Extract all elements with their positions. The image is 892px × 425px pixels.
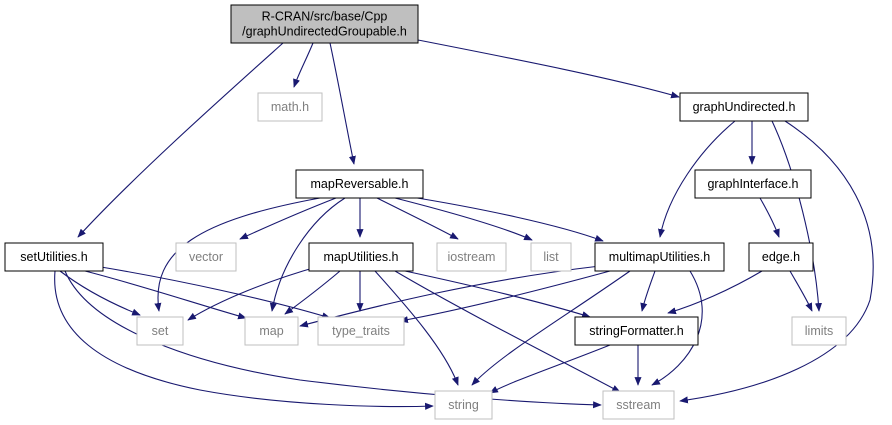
node-box xyxy=(694,169,812,199)
node-map: map xyxy=(244,316,299,346)
edge-graphundirected-h-to-sstream xyxy=(679,120,874,404)
edges-layer xyxy=(54,39,874,410)
node-box xyxy=(574,316,699,346)
node-box xyxy=(257,92,323,122)
edge-mapreversable-h-to-iostream xyxy=(376,197,459,240)
node-label: edge.h xyxy=(762,250,800,264)
node-setutilities-h[interactable]: setUtilities.h xyxy=(4,242,104,272)
node-label: setUtilities.h xyxy=(20,250,87,264)
node-label: limits xyxy=(805,324,833,338)
node-box xyxy=(175,242,237,272)
edge-setutilities-h-to-string xyxy=(54,270,434,410)
edge-maputilities-h-to-map xyxy=(284,270,341,315)
node-label: iostream xyxy=(448,250,496,264)
node-box xyxy=(136,316,184,346)
edge-mapreversable-h-to-list xyxy=(394,197,533,241)
edge-setutilities-h-to-set xyxy=(59,270,141,316)
node-mapreversable-h[interactable]: mapReversable.h xyxy=(295,169,424,199)
node-vector: vector xyxy=(175,242,237,272)
node-label: multimapUtilities.h xyxy=(609,250,710,264)
node-box xyxy=(4,242,104,272)
node-label: type_traits xyxy=(332,324,390,338)
node-label: math.h xyxy=(271,100,309,114)
node-label: set xyxy=(152,324,169,338)
node-label: sstream xyxy=(616,398,660,412)
node-box xyxy=(308,242,414,272)
edge-edge-h-to-limits xyxy=(789,270,813,312)
node-box xyxy=(791,316,847,346)
edge-maputilities-h-to-sstream xyxy=(394,270,621,393)
edge-graphundirected-h-to-limits xyxy=(771,120,822,312)
node-set: set xyxy=(136,316,184,346)
node-label: graphInterface.h xyxy=(707,177,798,191)
edge-root-to-setutilities-h xyxy=(77,42,284,238)
node-label: mapReversable.h xyxy=(311,177,409,191)
node-box xyxy=(530,242,572,272)
node-maputilities-h[interactable]: mapUtilities.h xyxy=(308,242,414,272)
node-box xyxy=(594,242,725,272)
node-graphundirected-h[interactable]: graphUndirected.h xyxy=(679,92,809,122)
edge-setutilities-h-to-type-traits xyxy=(94,265,331,320)
node-root[interactable]: R-CRAN/src/base/Cpp/graphUndirectedGroup… xyxy=(230,4,419,44)
edge-edge-h-to-stringformatter-h xyxy=(667,270,763,315)
node-graphinterface-h[interactable]: graphInterface.h xyxy=(694,169,812,199)
node-type-traits: type_traits xyxy=(317,316,405,346)
edge-root-to-math-h xyxy=(293,42,314,88)
node-list: list xyxy=(530,242,572,272)
node-label: map xyxy=(259,324,283,338)
node-box xyxy=(317,316,405,346)
node-label: /graphUndirectedGroupable.h xyxy=(242,25,407,39)
node-box xyxy=(748,242,814,272)
edge-multimaputilities-h-to-type-traits xyxy=(399,270,611,324)
edge-mapreversable-h-to-multimaputilities-h xyxy=(404,195,604,242)
edge-graphinterface-h-to-edge-h xyxy=(759,197,780,238)
edge-mapreversable-h-to-set xyxy=(154,197,321,312)
node-math-h: math.h xyxy=(257,92,323,122)
node-box xyxy=(230,4,419,44)
node-box xyxy=(295,169,424,199)
edge-graphundirected-h-to-multimaputilities-h xyxy=(658,120,736,238)
node-box xyxy=(679,92,809,122)
nodes-layer: R-CRAN/src/base/Cpp/graphUndirectedGroup… xyxy=(4,4,847,420)
node-label: list xyxy=(543,250,559,264)
node-sstream: sstream xyxy=(602,390,675,420)
node-label: vector xyxy=(189,250,223,264)
edge-maputilities-h-to-string xyxy=(374,270,459,386)
edge-mapreversable-h-to-map xyxy=(269,197,346,312)
node-label: string xyxy=(448,398,479,412)
node-label: graphUndirected.h xyxy=(693,100,796,114)
node-string: string xyxy=(434,390,493,420)
edge-multimaputilities-h-to-stringformatter-h xyxy=(640,270,656,312)
edge-setutilities-h-to-sstream xyxy=(64,270,602,409)
node-edge-h[interactable]: edge.h xyxy=(748,242,814,272)
edge-root-to-mapreversable-h xyxy=(329,42,356,165)
node-box xyxy=(602,390,675,420)
edge-stringformatter-h-to-string xyxy=(489,344,611,394)
node-multimaputilities-h[interactable]: multimapUtilities.h xyxy=(594,242,725,272)
node-label: stringFormatter.h xyxy=(589,324,684,338)
node-box xyxy=(244,316,299,346)
edge-setutilities-h-to-map xyxy=(84,270,247,320)
node-label: mapUtilities.h xyxy=(323,250,398,264)
edge-multimaputilities-h-to-string xyxy=(471,270,631,386)
node-box xyxy=(434,390,493,420)
node-iostream: iostream xyxy=(436,242,507,272)
node-limits: limits xyxy=(791,316,847,346)
node-label: R-CRAN/src/base/Cpp xyxy=(262,10,388,24)
edge-mapreversable-h-to-vector xyxy=(239,197,337,240)
edge-maputilities-h-to-set xyxy=(187,265,321,321)
edge-root-to-graphundirected-h xyxy=(417,39,680,99)
edge-maputilities-h-to-stringformatter-h xyxy=(404,270,591,319)
node-stringformatter-h[interactable]: stringFormatter.h xyxy=(574,316,699,346)
node-box xyxy=(436,242,507,272)
